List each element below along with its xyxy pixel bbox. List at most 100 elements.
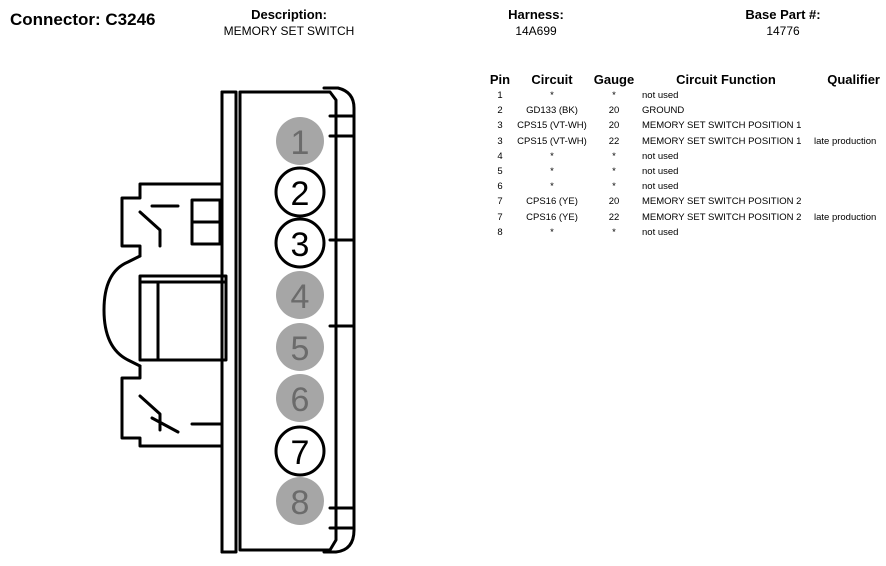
latch-upper-diagonal bbox=[138, 204, 180, 248]
cell-function: MEMORY SET SWITCH POSITION 1 bbox=[642, 135, 802, 147]
harness-value: 14A699 bbox=[515, 24, 557, 38]
latch-lower-arm bbox=[120, 364, 224, 448]
pin-number: 2 bbox=[291, 175, 310, 213]
housing-top-left-ledge bbox=[220, 90, 238, 554]
cell-pin: 8 bbox=[497, 226, 503, 238]
cell-pin: 1 bbox=[497, 90, 503, 102]
connector-title: Connector: C3246 bbox=[10, 10, 156, 29]
housing-right-cap bbox=[322, 86, 356, 554]
cell-function: not used bbox=[642, 226, 679, 238]
pin-cavity: 3 bbox=[274, 217, 326, 269]
cell-gauge: 22 bbox=[608, 135, 620, 147]
cell-qualifier bbox=[814, 88, 880, 103]
pin-circle bbox=[276, 117, 324, 165]
cell-gauge: 20 bbox=[608, 120, 620, 132]
table-row: 2 GD133 (BK) 20 GROUND bbox=[486, 103, 880, 118]
header-pin: Pin bbox=[489, 71, 511, 87]
cell-qualifier bbox=[814, 103, 880, 118]
cell-qualifier: late production bbox=[814, 135, 877, 147]
table-row: 7 CPS16 (YE) 22 MEMORY SET SWITCH POSITI… bbox=[486, 210, 880, 225]
pin-number: 7 bbox=[291, 434, 310, 472]
pin-cavity: 4 bbox=[276, 271, 324, 319]
cell-circuit: CPS16 (YE) bbox=[526, 211, 578, 223]
cell-qualifier bbox=[814, 225, 880, 240]
harness-label: Harness: bbox=[508, 7, 564, 22]
cell-qualifier bbox=[814, 118, 880, 133]
cell-circuit: CPS15 (VT-WH) bbox=[517, 135, 587, 147]
pin-number: 6 bbox=[291, 381, 310, 419]
latch-inner-body bbox=[138, 274, 228, 362]
cell-function: MEMORY SET SWITCH POSITION 1 bbox=[642, 120, 802, 132]
cell-circuit: * bbox=[550, 181, 554, 193]
housing-right-tab-bottom bbox=[328, 506, 356, 530]
cell-function: not used bbox=[642, 181, 679, 193]
pin-table-header-row: Pin Circuit Gauge Circuit Function Quali… bbox=[486, 70, 880, 88]
pin-circle bbox=[276, 477, 324, 525]
cell-gauge: * bbox=[612, 90, 616, 102]
cell-function: GROUND bbox=[642, 105, 685, 117]
header-qualifier: Qualifier bbox=[827, 71, 880, 87]
cell-gauge: 20 bbox=[608, 105, 620, 117]
base-part-label: Base Part #: bbox=[745, 7, 821, 22]
cell-pin: 3 bbox=[497, 120, 503, 132]
cell-pin: 5 bbox=[497, 166, 503, 178]
pin-circle bbox=[274, 166, 326, 218]
pin-number: 1 bbox=[291, 124, 310, 162]
pin-number: 4 bbox=[291, 278, 310, 316]
table-row: 3 CPS15 (VT-WH) 22 MEMORY SET SWITCH POS… bbox=[486, 134, 880, 149]
cell-circuit: * bbox=[550, 226, 554, 238]
latch-lower-diagonal bbox=[138, 394, 180, 434]
header-circuit-function: Circuit Function bbox=[676, 71, 776, 87]
description-label: Description: bbox=[251, 7, 327, 22]
cell-circuit: GD133 (BK) bbox=[526, 105, 578, 117]
pin-number: 3 bbox=[291, 226, 310, 264]
cell-circuit: * bbox=[550, 150, 554, 162]
pin-cavity: 5 bbox=[276, 323, 324, 371]
header-gauge: Gauge bbox=[593, 71, 635, 87]
cell-pin: 7 bbox=[497, 196, 503, 208]
cell-qualifier: late production bbox=[814, 211, 877, 223]
cell-function: not used bbox=[642, 150, 679, 162]
pin-number: 8 bbox=[291, 484, 310, 522]
cell-function: not used bbox=[642, 90, 679, 102]
cell-pin: 2 bbox=[497, 105, 503, 117]
table-row: 1 * * not used bbox=[486, 88, 880, 103]
latch-upper-box bbox=[190, 198, 222, 246]
cell-function: MEMORY SET SWITCH POSITION 2 bbox=[642, 196, 802, 208]
cell-qualifier bbox=[814, 179, 880, 194]
description-block: Description: MEMORY SET SWITCH bbox=[200, 7, 378, 40]
pin-cavities: 1 2 3 4 5 6 7 8 bbox=[274, 117, 326, 525]
pin-circle bbox=[274, 217, 326, 269]
cell-qualifier bbox=[814, 164, 880, 179]
cell-function: MEMORY SET SWITCH POSITION 2 bbox=[642, 211, 802, 223]
latch-inner-line bbox=[138, 280, 228, 362]
connector-face-diagram: 1 2 3 4 5 6 7 8 bbox=[102, 86, 356, 554]
table-row: 8 * * not used bbox=[486, 225, 880, 240]
header-circuit: Circuit bbox=[531, 71, 573, 87]
latch-upper-arm bbox=[120, 182, 224, 258]
cell-qualifier bbox=[814, 194, 880, 209]
pin-cavity: 7 bbox=[274, 425, 326, 477]
pin-circle bbox=[276, 374, 324, 422]
cell-gauge: 20 bbox=[608, 196, 620, 208]
cell-qualifier bbox=[814, 149, 880, 164]
pin-cavity: 6 bbox=[276, 374, 324, 422]
pin-cavity: 8 bbox=[276, 477, 324, 525]
cell-circuit: CPS15 (VT-WH) bbox=[517, 120, 587, 132]
description-value: MEMORY SET SWITCH bbox=[223, 24, 355, 38]
cell-function: not used bbox=[642, 166, 679, 178]
table-row: 6 * * not used bbox=[486, 179, 880, 194]
cell-pin: 6 bbox=[497, 181, 503, 193]
pin-table: Pin Circuit Gauge Circuit Function Quali… bbox=[486, 70, 880, 240]
cell-gauge: * bbox=[612, 150, 616, 162]
cell-pin: 3 bbox=[497, 135, 503, 147]
cell-gauge: * bbox=[612, 226, 616, 238]
base-part-value: 14776 bbox=[766, 24, 800, 38]
cell-pin: 7 bbox=[497, 211, 503, 223]
pin-number: 5 bbox=[291, 330, 310, 368]
table-row: 7 CPS16 (YE) 20 MEMORY SET SWITCH POSITI… bbox=[486, 194, 880, 209]
housing-right-tab-top bbox=[328, 114, 356, 138]
cell-gauge: 22 bbox=[608, 211, 620, 223]
cell-circuit: CPS16 (YE) bbox=[526, 196, 578, 208]
housing-main-body bbox=[238, 90, 338, 552]
